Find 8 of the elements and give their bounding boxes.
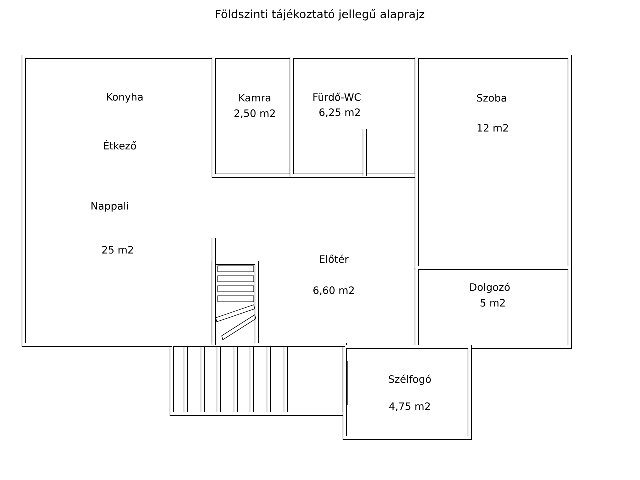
room: Konyha Étkező Nappali 25 m2 <box>22 54 214 348</box>
room: Előtér 6,60 m2 <box>212 238 354 348</box>
title: Földszinti tájékoztató jellegű alaprajz <box>216 9 425 21</box>
room: Dolgozó 5 m2 <box>414 266 572 350</box>
room: Szoba 12 m2 <box>414 54 572 270</box>
room: Kamra 2,50 m2 <box>212 54 294 178</box>
room: Szélfogó 4,75 m2 <box>342 344 472 440</box>
room: Fürdő-WC 6,25 m2 <box>290 54 420 178</box>
